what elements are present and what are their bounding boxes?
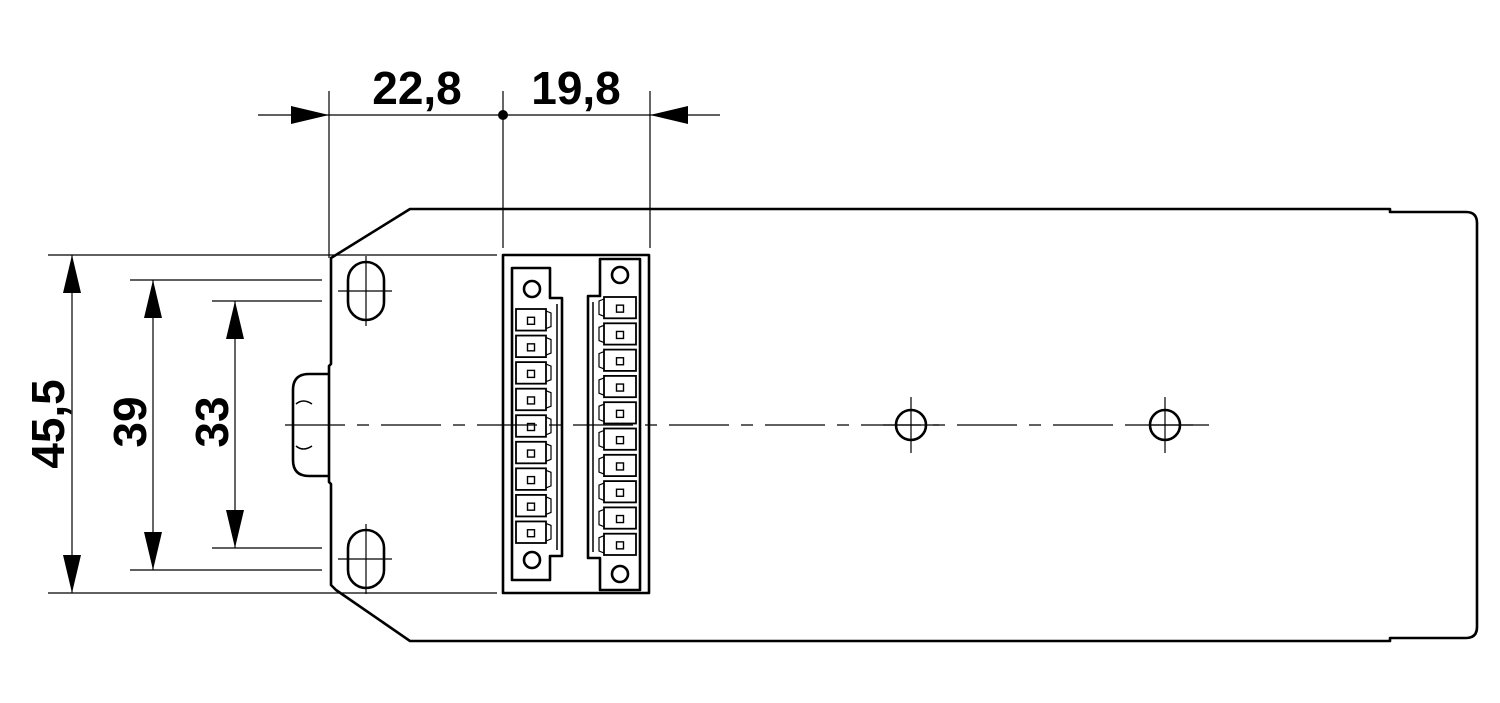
dimension-label-39: 39 <box>104 396 156 447</box>
terminal-pin <box>598 480 637 504</box>
terminal-pin <box>598 532 637 556</box>
right-pin-row <box>598 296 637 556</box>
terminal-pin <box>598 401 637 425</box>
mounting-slot-top <box>338 256 392 326</box>
center-hole-2 <box>1137 397 1193 453</box>
dimension-label-45-5: 45,5 <box>22 379 74 469</box>
terminal-pin <box>598 374 637 399</box>
dimension-label-19-8: 19,8 <box>531 62 621 114</box>
housing-outline <box>327 207 1479 643</box>
connector-frame <box>501 253 651 595</box>
dimension-top: 22,8 19,8 <box>258 62 720 258</box>
right-terminal-block <box>586 257 642 592</box>
dimension-label-22-8: 22,8 <box>372 62 462 114</box>
terminal-pin <box>598 453 637 477</box>
terminal-pin <box>515 414 552 438</box>
terminal-pin <box>515 467 552 491</box>
terminal-pin <box>515 440 552 465</box>
terminal-pin <box>515 493 552 518</box>
terminal-pin <box>515 361 552 385</box>
terminal-pin <box>598 427 637 451</box>
left-terminal-block <box>510 266 564 582</box>
center-hole-1 <box>883 397 939 453</box>
terminal-pin <box>598 506 637 530</box>
dimension-left: 45,5 39 33 <box>22 254 497 594</box>
terminal-pin <box>515 520 552 544</box>
terminal-pin <box>515 334 552 359</box>
terminal-pin <box>515 387 552 412</box>
terminal-pin <box>598 348 637 372</box>
connector-area <box>501 253 651 595</box>
dimension-label-33: 33 <box>186 396 238 447</box>
terminal-pin <box>598 322 637 346</box>
terminal-pin <box>598 296 637 320</box>
left-pin-row <box>515 308 552 544</box>
mounting-slot-bottom <box>338 524 392 594</box>
terminal-pin <box>515 308 552 332</box>
